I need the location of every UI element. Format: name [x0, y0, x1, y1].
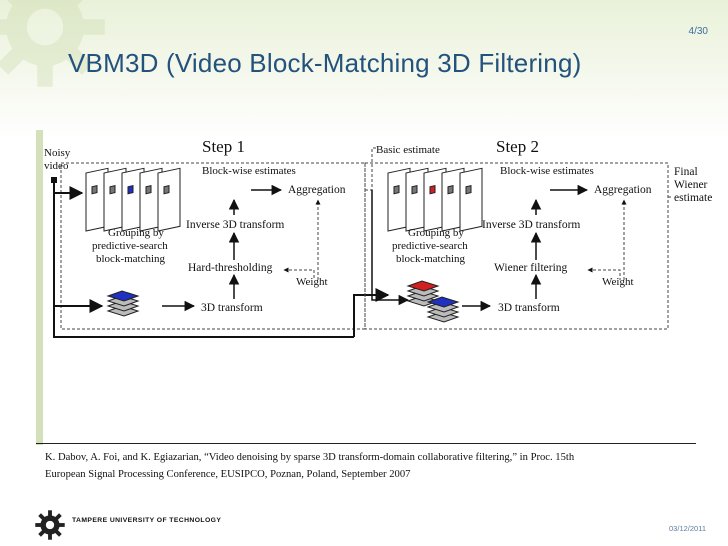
institution-name: TAMPERE UNIVERSITY OF TECHNOLOGY [72, 517, 222, 524]
step2-grouping-label-3: block-matching [396, 253, 466, 265]
step1-video-frames [85, 167, 181, 232]
output-label: Final [674, 166, 698, 178]
step2-grouping-label: Grouping by [408, 227, 464, 239]
step2-transform-label: 3D transform [498, 302, 560, 314]
step1-grouping-label: Grouping by [108, 227, 164, 239]
output-label-3: estimate [674, 192, 712, 204]
basic-estimate-arrow [371, 190, 410, 306]
step2-grouping-label-2: predictive-search [392, 240, 468, 252]
step1-weight-dashed-arrow [283, 267, 315, 280]
step2-weight-dashed-arrow [587, 267, 621, 280]
noisy-to-step2-arrow [353, 288, 390, 337]
basic-estimate-link [365, 147, 376, 191]
step2-filter-label: Wiener filtering [494, 262, 568, 274]
step2-aggregation-label: Aggregation [594, 184, 652, 196]
header-background [0, 0, 728, 140]
gear-decoration-icon [0, 0, 105, 87]
citation: K. Dabov, A. Foi, and K. Egiazarian, “Vi… [45, 449, 705, 483]
step1-transform-label: 3D transform [201, 302, 263, 314]
slide-title: VBM3D (Video Block-Matching 3D Filtering… [68, 48, 582, 78]
step2-3d-group-basic [406, 280, 440, 307]
noisy-video-path [53, 183, 354, 338]
page-number: 4/30 [688, 26, 708, 37]
citation-line-2: European Signal Processing Conference, E… [45, 469, 411, 480]
vbm3d-flow-diagram: Noisy video Step 1 Block-wise estimates … [44, 137, 712, 338]
step1-3d-group [106, 290, 140, 317]
step2-heading: Step 2 [496, 137, 539, 156]
step1-filter-label: Hard-thresholding [188, 262, 273, 274]
step1-grouping-label-2: predictive-search [92, 240, 168, 252]
input-label: Noisy [44, 147, 71, 159]
step2-video-frames [387, 167, 483, 232]
basic-estimate-label: Basic estimate [376, 144, 440, 156]
step2-region [364, 162, 669, 330]
left-accent-bar [36, 130, 43, 445]
output-label-2: Wiener [674, 179, 708, 191]
step1-inverse-label: Inverse 3D transform [186, 219, 284, 231]
input-node [51, 177, 57, 183]
university-gear-logo-icon [35, 510, 65, 540]
step1-block-wise-label: Block-wise estimates [202, 165, 296, 177]
input-label-2: video [44, 160, 69, 172]
step1-heading: Step 1 [202, 137, 245, 156]
step2-weight-label: Weight [602, 276, 634, 288]
step2-3d-group-noisy [426, 296, 460, 323]
step1-grouping-label-3: block-matching [96, 253, 166, 265]
step2-inverse-label: Inverse 3D transform [482, 219, 580, 231]
slide-date: 03/12/2011 [669, 524, 706, 533]
step1-aggregation-label: Aggregation [288, 184, 346, 196]
citation-divider [36, 443, 696, 444]
citation-line: K. Dabov, A. Foi, and K. Egiazarian, “Vi… [45, 452, 575, 463]
step2-block-wise-label: Block-wise estimates [500, 165, 594, 177]
step1-weight-label: Weight [296, 276, 328, 288]
